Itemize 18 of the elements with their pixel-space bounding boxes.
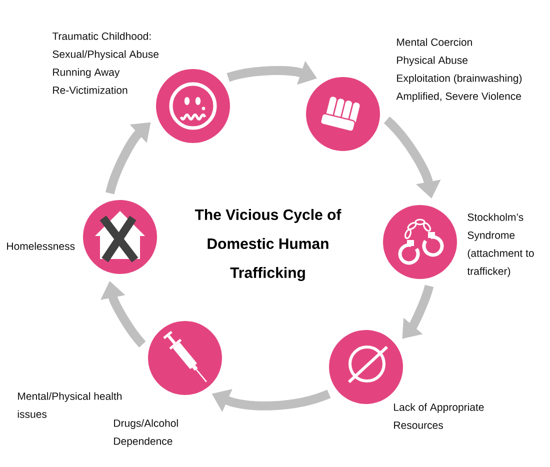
step-circle <box>156 69 230 143</box>
side-label: Drugs/Alcohol Dependence <box>114 419 178 447</box>
side-label: Homelessness <box>7 242 75 250</box>
side-label: Running Away <box>53 68 120 78</box>
title: The Vicious Cycle of Domestic Human Trafficking <box>194 208 342 282</box>
step-circle <box>148 321 222 395</box>
side-label: Amplified, Severe Violence <box>396 92 521 102</box>
side-label: Traumatic Childhood: <box>52 32 151 40</box>
step-circle <box>329 330 403 404</box>
side-label: Mental/Physical health issues <box>18 392 122 418</box>
side-label: Stockholm’s Syndrome (attachment to trafficker) <box>467 213 534 277</box>
side-label: Sexual/Physical Abuse <box>52 50 158 60</box>
side-label: Mental Coercion <box>397 38 472 46</box>
side-label: Physical Abuse <box>397 56 468 66</box>
side-label: Re-Victimization <box>53 86 128 94</box>
side-label: Lack of Appropriate Resources <box>394 403 484 429</box>
step-circle <box>383 205 457 279</box>
side-label: Exploitation (brainwashing) <box>397 74 522 84</box>
